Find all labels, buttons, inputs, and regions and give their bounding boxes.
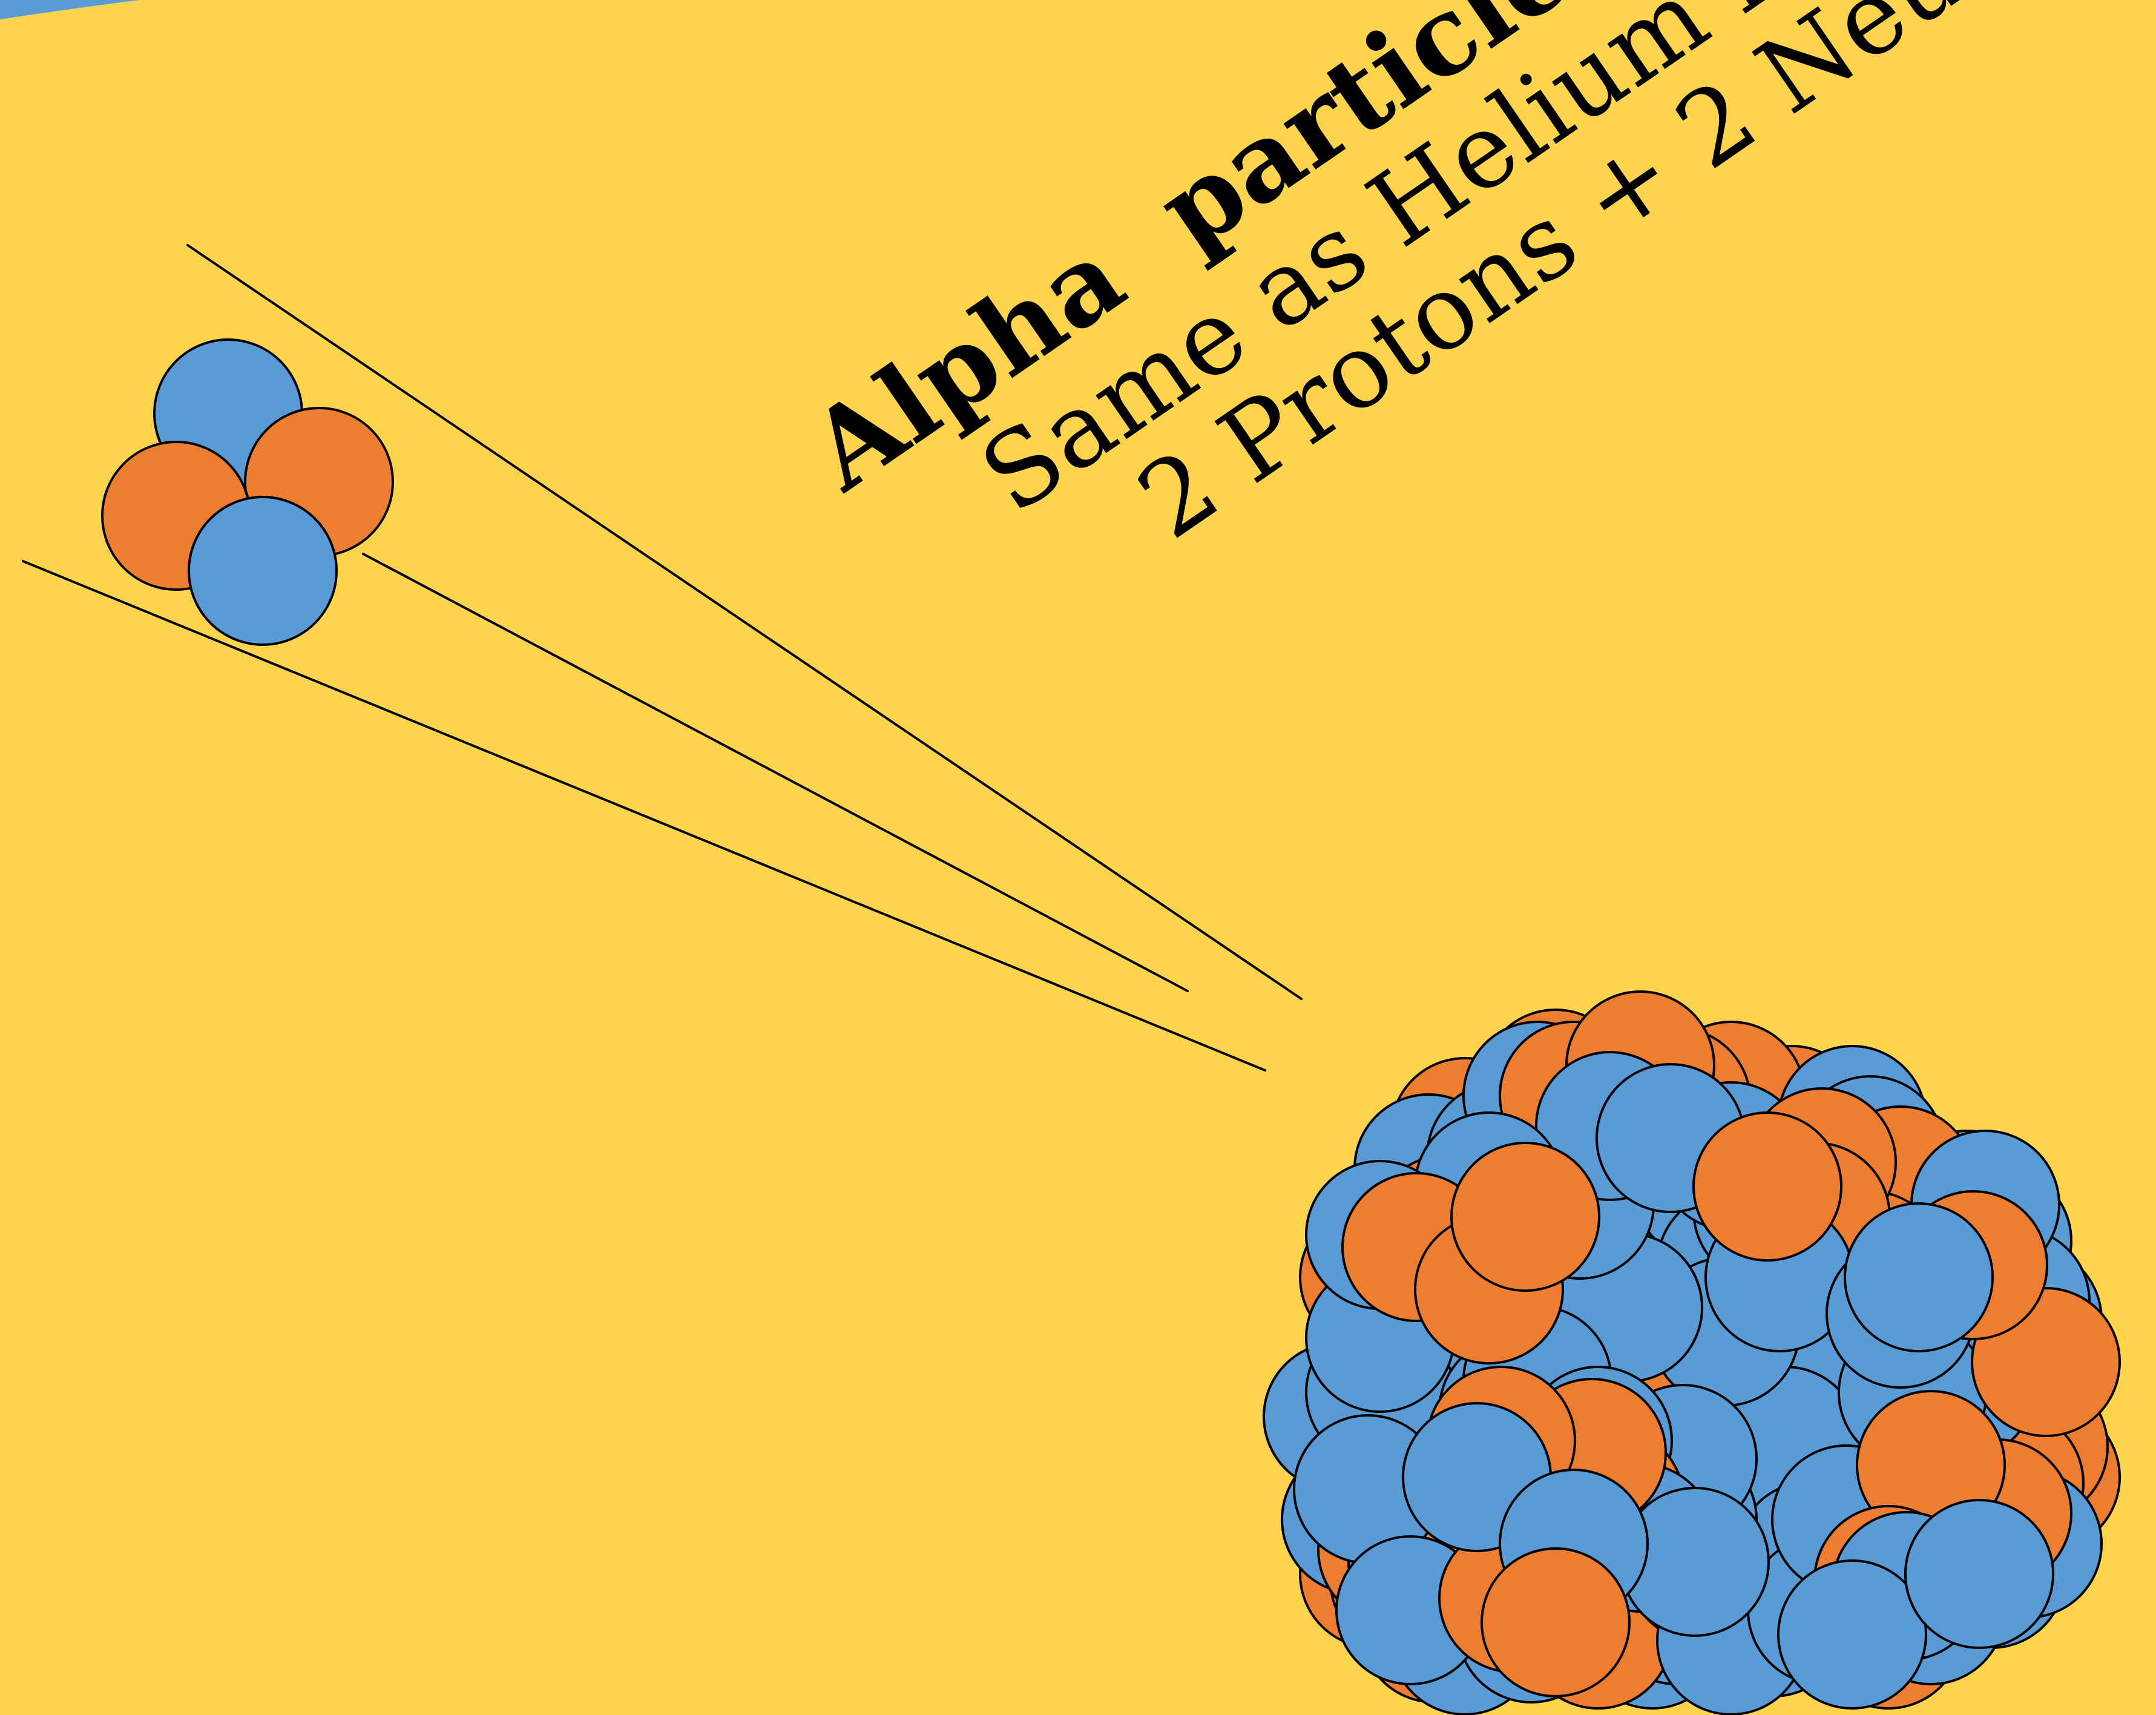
proton [1692, 1111, 1842, 1262]
alpha-particle-icon [101, 338, 394, 646]
neutron [188, 496, 338, 646]
corner-accent [0, 0, 139, 19]
motion-line-top [186, 244, 1303, 1000]
neutron [1844, 1202, 1994, 1352]
motion-lines-icon [22, 244, 1303, 1071]
neutron [1904, 1499, 2054, 1649]
proton [1450, 1142, 1600, 1292]
heavy-nucleus-icon [1263, 990, 2121, 1715]
motion-line-middle [362, 553, 1189, 992]
proton [1481, 1547, 1631, 1697]
motion-line-bottom [22, 560, 1266, 1071]
neutron [1777, 1559, 1927, 1710]
